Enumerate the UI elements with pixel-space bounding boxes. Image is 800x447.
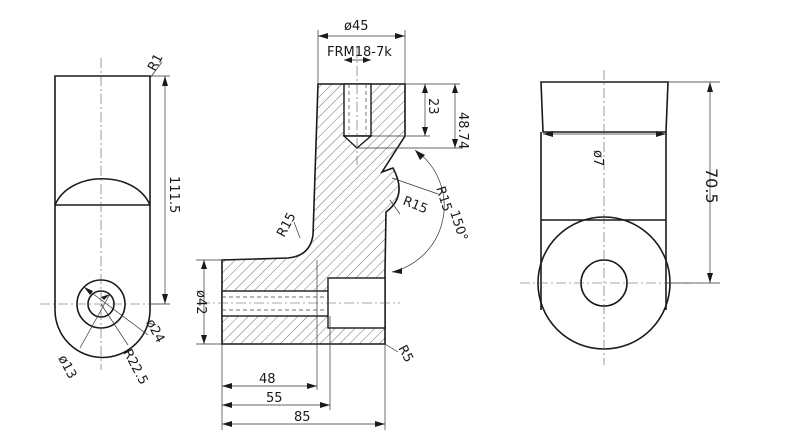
dim-d23: 23 — [425, 98, 440, 115]
d85-arrow-left — [222, 421, 232, 427]
dim-d7: ø7 — [590, 150, 605, 166]
r15b-leader — [389, 199, 401, 215]
dim-111-5: 111.5 — [166, 176, 181, 213]
angle-arrow-bottom — [392, 268, 402, 274]
d111-5-arrow-top — [162, 76, 168, 86]
dim-d85: 85 — [294, 410, 311, 425]
dim-r5: R5 — [394, 343, 415, 365]
d48-arrow-right — [307, 383, 317, 389]
d7-arrow-left — [543, 131, 553, 137]
dim-d24: ø24 — [142, 317, 167, 346]
right-view-cap — [540, 81, 669, 133]
d23-arrow-bottom — [422, 127, 428, 136]
angle-arrow-top — [415, 150, 425, 160]
d48-arrow-left — [222, 383, 232, 389]
dim-r22-5: R22.5 — [119, 347, 150, 388]
drill-point — [342, 135, 373, 149]
d48-74-arrow-bottom — [452, 139, 458, 148]
left-view-dome — [54, 177, 151, 206]
dim-r15-a: R15 — [432, 185, 454, 214]
dim-d55: 55 — [266, 391, 283, 406]
dim-150-deg: 150° — [446, 209, 470, 243]
left-view: R1 111.5 ø24 ø13 R22.5 — [40, 52, 181, 388]
d70-5-arrow-bottom — [707, 273, 713, 283]
d55-arrow-right — [320, 402, 330, 408]
dim-d45: ø45 — [344, 19, 369, 34]
dim-d13: ø13 — [54, 353, 79, 382]
d13-leader — [79, 293, 111, 349]
d45-arrow-left — [318, 33, 328, 39]
section-view: ø45 FRM18-7k 23 48.74 150° R15 R15 R15 — [193, 19, 470, 430]
right-view: ø7 70.5 — [520, 70, 721, 365]
r15a-leader — [391, 177, 439, 195]
d23-arrow-top — [422, 84, 428, 93]
dim-d48: 48 — [259, 372, 276, 387]
angle-arc-150 — [391, 149, 445, 273]
dim-r15-b: R15 — [401, 194, 430, 217]
d55-arrow-left — [222, 402, 232, 408]
d24-leader — [83, 286, 149, 336]
r15c-leader — [293, 221, 301, 239]
d70-5-arrow-top — [707, 82, 713, 92]
dim-d48-74: 48.74 — [455, 112, 470, 149]
dim-r15-c: R15 — [274, 210, 299, 240]
r5-leader — [384, 343, 399, 353]
left-view-outline — [54, 75, 151, 359]
thread-arrow-right — [363, 57, 371, 63]
r22-5-leader — [100, 303, 129, 346]
thread-arrow-left — [344, 57, 352, 63]
d45-arrow-right — [395, 33, 405, 39]
d24-arrow — [84, 287, 93, 295]
d48-74-arrow-top — [452, 84, 458, 93]
d42-arrow-top — [201, 260, 207, 269]
d13-arrow — [101, 294, 110, 300]
dim-thread: FRM18-7k — [327, 45, 392, 60]
d111-5-arrow-bottom — [162, 294, 168, 304]
dim-d42: ø42 — [193, 290, 208, 315]
dim-r1: R1 — [145, 52, 166, 74]
d85-arrow-right — [375, 421, 385, 427]
dim-d70-5: 70.5 — [702, 168, 721, 204]
r1-leader — [149, 61, 163, 79]
horizontal-bore — [221, 290, 331, 317]
threaded-hole — [343, 83, 372, 137]
d42-arrow-bottom — [201, 335, 207, 344]
d7-arrow-right — [656, 131, 666, 137]
